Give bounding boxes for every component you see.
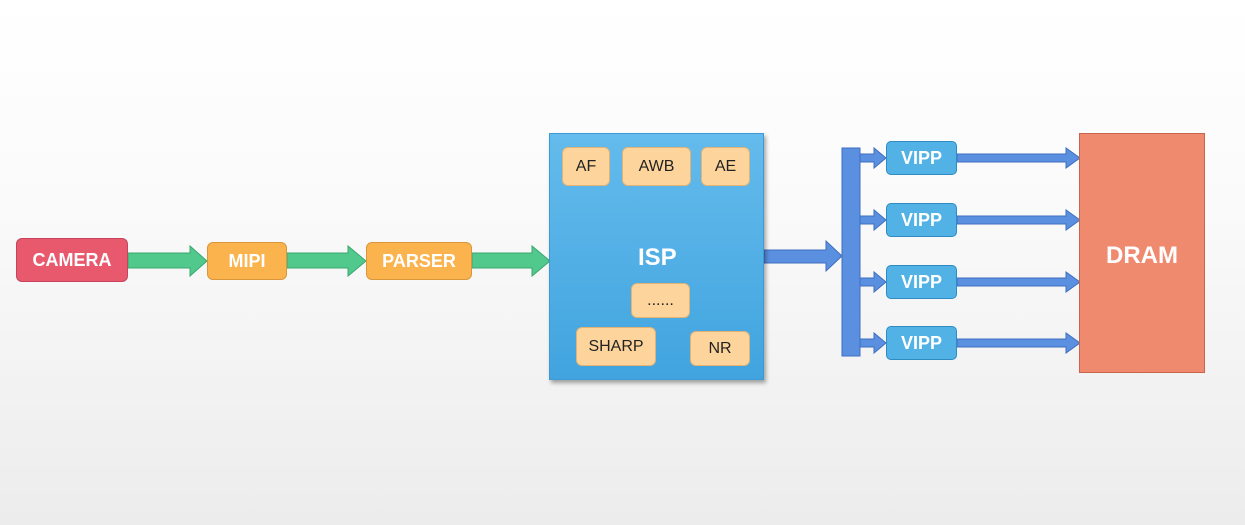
isp-module-ae: AE (701, 147, 750, 186)
vipp-node-3: VIPP (886, 265, 957, 299)
distribution-bus (841, 147, 861, 357)
vipp-node-1: VIPP (886, 141, 957, 175)
isp-module-sharp: SHARP (576, 327, 656, 366)
arrow-bus-to-vipp-2 (859, 208, 887, 232)
arrow-vipp-4-to-dram (956, 332, 1081, 354)
isp-module-nr: NR (690, 331, 750, 366)
camera-node: CAMERA (16, 238, 128, 282)
arrow-vipp-2-to-dram (956, 209, 1081, 231)
arrow-camera-to-mipi (127, 244, 208, 278)
mipi-node: MIPI (207, 242, 287, 280)
arrow-isp-to-bus (763, 239, 843, 273)
vipp-node-2: VIPP (886, 203, 957, 237)
arrow-bus-to-vipp-4 (859, 331, 887, 355)
isp-module-more: ...... (631, 283, 690, 318)
dram-block: DRAM (1079, 133, 1205, 373)
arrow-vipp-1-to-dram (956, 147, 1081, 169)
parser-node: PARSER (366, 242, 472, 280)
arrow-parser-to-isp (471, 244, 551, 278)
isp-title: ISP (638, 244, 677, 271)
vipp-node-4: VIPP (886, 326, 957, 360)
arrow-bus-to-vipp-1 (859, 146, 887, 170)
dram-label: DRAM (1106, 242, 1178, 269)
isp-module-af: AF (562, 147, 610, 186)
arrow-bus-to-vipp-3 (859, 270, 887, 294)
arrow-mipi-to-parser (286, 244, 367, 278)
isp-module-awb: AWB (622, 147, 691, 186)
arrow-vipp-3-to-dram (956, 271, 1081, 293)
